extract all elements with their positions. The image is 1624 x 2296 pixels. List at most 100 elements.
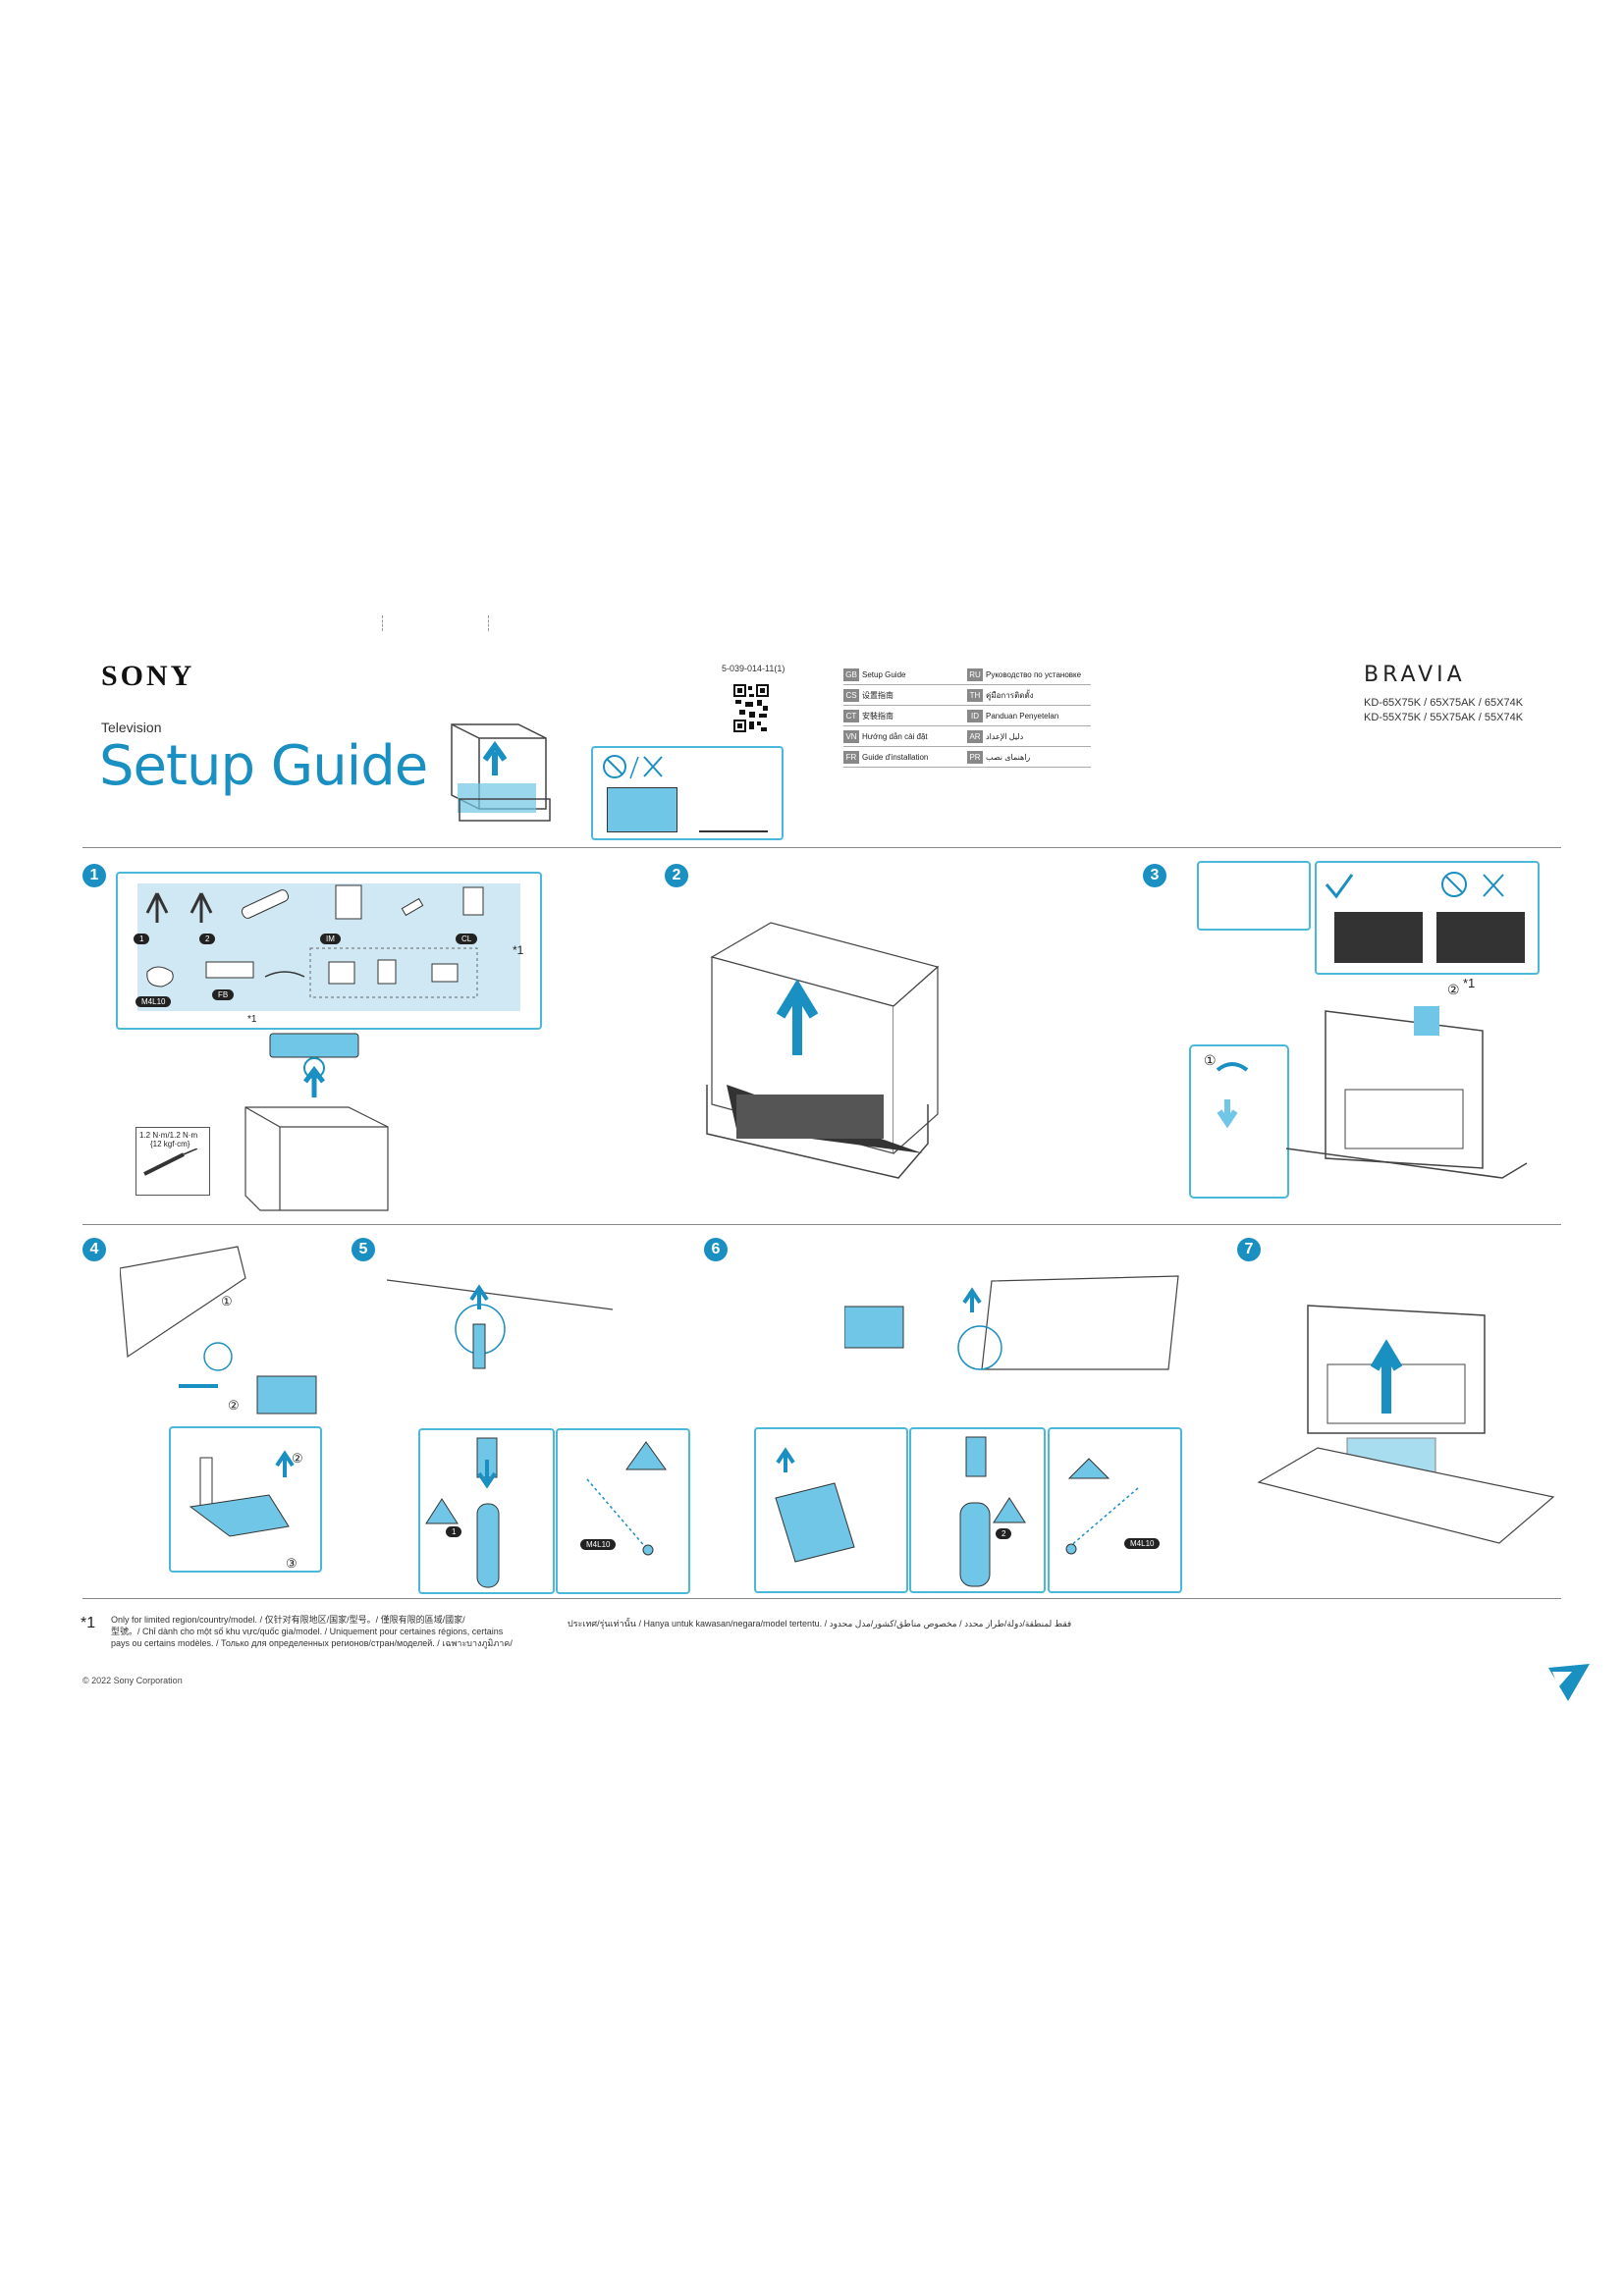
- stand-insert-detail: [959, 1436, 1026, 1587]
- screw-label: M4L10: [1124, 1538, 1161, 1549]
- screw-detail: [1065, 1458, 1139, 1555]
- step-1-badge: 1: [82, 864, 106, 887]
- footnote-marker: *1: [513, 943, 524, 957]
- step5-illustration: [387, 1279, 613, 1369]
- model-list: KD-65X75K / 65X75AK / 65X74K KD-55X75K /…: [1364, 696, 1523, 725]
- step6-illustration: [844, 1275, 1179, 1370]
- document-number: 5-039-014-11(1): [722, 664, 785, 673]
- part-label: 1: [446, 1526, 462, 1537]
- footnote-line: pays ou certains modèles. / Только для о…: [111, 1638, 513, 1648]
- part-label: 1: [134, 934, 150, 944]
- step4-illustration: [120, 1246, 317, 1415]
- lang-name: 设置指南: [862, 690, 893, 700]
- lang-code: RU: [967, 667, 983, 681]
- footnote-text-left: Only for limited region/country/model. /…: [111, 1614, 523, 1649]
- lang-name: Panduan Penyetelan: [986, 711, 1059, 721]
- model-line: KD-55X75K / 55X75AK / 55X74K: [1364, 712, 1524, 723]
- part-label: FB: [212, 989, 235, 1000]
- step6-detail-panel-a: [754, 1427, 908, 1593]
- copyright: © 2022 Sony Corporation: [82, 1676, 183, 1685]
- lang-name: دليل الإعداد: [986, 731, 1024, 741]
- stand-insert-detail: [425, 1437, 500, 1588]
- step3-handling-panel: [1315, 861, 1540, 975]
- lang-code: VN: [843, 729, 859, 743]
- step3-sub-2: ②: [1447, 982, 1460, 997]
- bravia-logo: BRAVIA: [1364, 663, 1466, 687]
- accessories-illustration: [137, 883, 520, 1011]
- lang-code: TH: [967, 688, 983, 702]
- footnote-line: Only for limited region/country/model. /…: [111, 1615, 465, 1625]
- lang-name: راهنمای نصب: [986, 752, 1031, 762]
- part-label: IM: [320, 934, 341, 944]
- qr-code[interactable]: [733, 684, 769, 733]
- lang-name: Setup Guide: [862, 669, 906, 679]
- footnote-marker: *1: [247, 1014, 257, 1025]
- part-label: 2: [199, 934, 216, 944]
- section-divider: [82, 1598, 1561, 1599]
- torque-panel: 1.2 N·m/1.2 N·m {12 kgf·cm}: [135, 1127, 210, 1196]
- screwdriver-icon: [143, 1148, 198, 1176]
- section-divider: [82, 847, 1561, 848]
- step-2-badge: 2: [665, 864, 688, 887]
- page-title: Setup Guide: [99, 734, 428, 798]
- footnote-text-right: ประเทศ/รุ่นเท่านั้น / Hanya untuk kawasa…: [568, 1619, 1072, 1629]
- section-divider: [82, 1224, 1561, 1225]
- torque-value: 1.2 N·m/1.2 N·m: [139, 1131, 198, 1140]
- step-7-badge: 7: [1237, 1238, 1261, 1261]
- lang-code: PR: [967, 750, 983, 764]
- model-line: KD-65X75K / 65X75AK / 65X74K: [1364, 697, 1524, 709]
- warning-panel: [591, 746, 784, 840]
- lang-code: GB: [843, 667, 859, 681]
- step-5-badge: 5: [352, 1238, 375, 1261]
- lang-name: Руководство по установке: [986, 669, 1082, 679]
- screw-detail: [586, 1441, 667, 1556]
- product-label: Television: [101, 720, 162, 735]
- part-label: 2: [996, 1528, 1012, 1539]
- lang-name: 安裝指南: [862, 711, 893, 721]
- step2-box-illustration: [706, 922, 940, 1179]
- lang-code: CS: [843, 688, 859, 702]
- torque-subvalue: {12 kgf·cm}: [150, 1140, 190, 1148]
- step3-tv-illustration: [1189, 1006, 1528, 1199]
- prohibited-icon: [603, 755, 663, 779]
- step4-sub-3: ③: [286, 1556, 298, 1571]
- lang-code: CT: [843, 709, 859, 722]
- screw-label: M4L10: [580, 1539, 617, 1550]
- accessories-panel: 1 2 IM CL M4L10 FB *1 *1: [116, 872, 542, 1030]
- stand-remove-detail: [775, 1447, 855, 1563]
- step6-detail-panel-c: M4L10: [1048, 1427, 1182, 1593]
- part-label: CL: [456, 934, 478, 944]
- fold-mark: [382, 615, 384, 631]
- step4-sub-2: ②: [292, 1451, 303, 1466]
- lang-name: คู่มือการติดตั้ง: [986, 690, 1034, 700]
- step4-sub-1: ①: [221, 1294, 233, 1308]
- lang-code: ID: [967, 709, 983, 722]
- step6-detail-panel-b: 2: [909, 1427, 1046, 1593]
- fold-mark: [488, 615, 490, 631]
- footnote-marker: *1: [1463, 976, 1476, 990]
- part-label: M4L10: [135, 996, 172, 1007]
- lang-code: AR: [967, 729, 983, 743]
- step5-detail-panel-a: 1: [418, 1428, 555, 1594]
- check-vs-prohibited-icons: [1325, 872, 1525, 963]
- step4-sub-2: ②: [228, 1398, 240, 1413]
- lang-code: FR: [843, 750, 859, 764]
- step3-warning-panel: [1197, 861, 1311, 931]
- sony-logo: SONY: [101, 660, 195, 692]
- stand-attach-detail: [189, 1450, 295, 1537]
- step-3-badge: 3: [1143, 864, 1166, 887]
- lang-name: Hướng dẫn cài đặt: [862, 731, 928, 741]
- step7-illustration: [1257, 1305, 1555, 1544]
- lang-name: Guide d'installation: [862, 752, 929, 762]
- corner-logo: [1548, 1664, 1590, 1701]
- footnote-line: 型號。/ Chỉ dành cho một số khu vực/quốc gi…: [111, 1627, 504, 1636]
- box-open-illustration: [244, 1033, 389, 1211]
- box-lift-illustration: [451, 723, 551, 822]
- step5-detail-panel-b: M4L10: [556, 1428, 690, 1594]
- step3-sub-1: ①: [1204, 1052, 1217, 1068]
- footnote-marker: *1: [81, 1615, 96, 1631]
- step-4-badge: 4: [82, 1238, 106, 1261]
- step-6-badge: 6: [704, 1238, 728, 1261]
- step4-detail-panel: [169, 1426, 322, 1573]
